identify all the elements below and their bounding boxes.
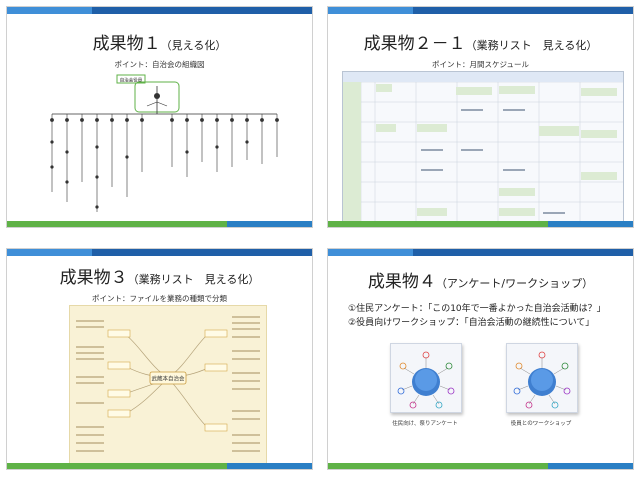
slide-top-bar bbox=[328, 249, 633, 256]
workshop-line: ②役員向けワークショップ：「自治会活動の継続性について」 bbox=[348, 318, 595, 328]
slide-top-bar bbox=[7, 249, 312, 256]
slide-bottom-bar bbox=[7, 463, 312, 469]
slide-point: ポイント：自治会の組織図 bbox=[114, 60, 205, 69]
slide-point: ポイント：月間スケジュール bbox=[432, 60, 529, 69]
mind-map-center: 武蔵本自治会 bbox=[151, 375, 185, 383]
org-branches bbox=[50, 114, 279, 212]
slide-title: 成果物３（業務リスト 見える化） bbox=[59, 268, 260, 288]
workshop-thumbnail[interactable] bbox=[506, 343, 578, 413]
workshop-caption: 役員とのワークショップ bbox=[510, 421, 572, 427]
org-top-label: 自治会役員 bbox=[120, 77, 143, 84]
monthly-schedule-table bbox=[342, 71, 624, 223]
survey-caption: 住民向け、祭りアンケート bbox=[392, 421, 458, 427]
slide-top-bar bbox=[328, 7, 633, 14]
slide-title: 成果物１（見える化） bbox=[92, 34, 227, 54]
slide-1[interactable]: 成果物１（見える化） ポイント：自治会の組織図 自治会役員 bbox=[6, 6, 313, 228]
org-chart: 自治会役員 bbox=[50, 74, 279, 212]
slide-title: 成果物４（アンケート/ワークショップ） bbox=[367, 272, 594, 292]
slide-title: 成果物２－１（業務リスト 見える化） bbox=[363, 34, 598, 54]
slide-4[interactable]: 成果物４（アンケート/ワークショップ） ①住民アンケート：「この10年で一番よか… bbox=[327, 248, 634, 470]
survey-thumbnail[interactable] bbox=[390, 343, 462, 413]
mind-map: 武蔵本自治会 bbox=[69, 305, 267, 465]
slide-point: ポイント：ファイルを業務の種類で分類 bbox=[92, 294, 227, 303]
slide-top-bar bbox=[7, 7, 312, 14]
survey-line: ①住民アンケート：「この10年で一番よかった自治会活動は？」 bbox=[348, 304, 606, 314]
slide-bottom-bar bbox=[328, 463, 633, 469]
slide-bottom-bar bbox=[328, 221, 633, 227]
slide-2[interactable]: 成果物２－１（業務リスト 見える化） ポイント：月間スケジュール bbox=[327, 6, 634, 228]
slide-3[interactable]: 成果物３（業務リスト 見える化） ポイント：ファイルを業務の種類で分類 bbox=[6, 248, 313, 470]
slide-bottom-bar bbox=[7, 221, 312, 227]
